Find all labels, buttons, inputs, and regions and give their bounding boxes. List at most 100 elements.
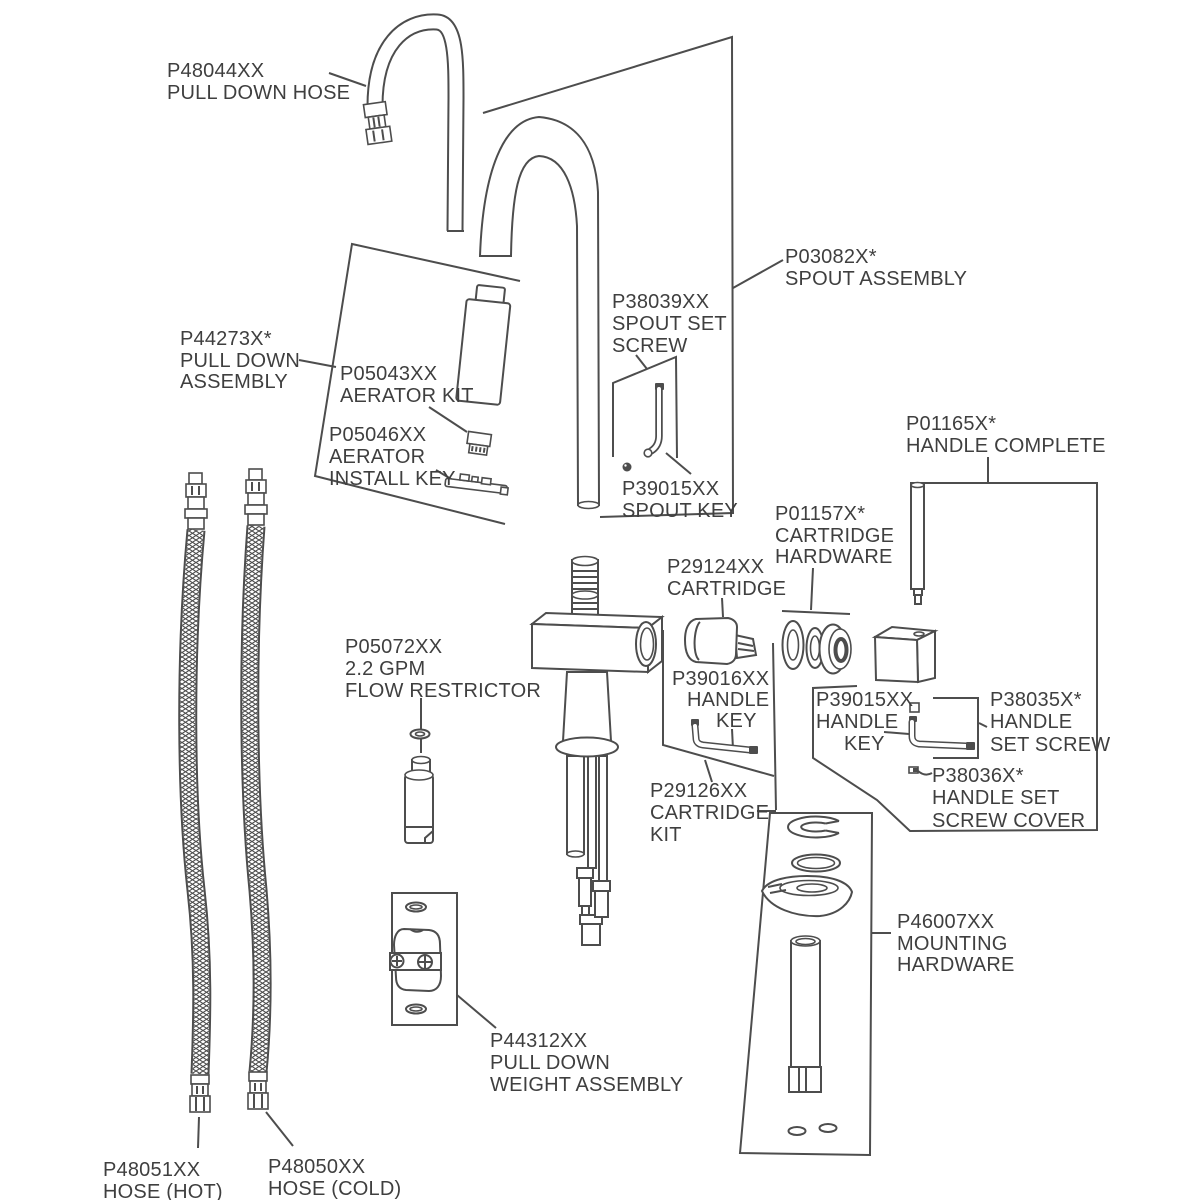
group-panels (313, 35, 1098, 1157)
leader-aerator-kit (428, 406, 468, 433)
hose-connector (362, 100, 393, 146)
part-faucet-body (529, 555, 665, 946)
label-line: HOSE (COLD) (268, 1178, 401, 1200)
leader-handle-set-screw-cover (917, 770, 933, 776)
label-pull-down-assembly: P44273X* PULL DOWN ASSEMBLY (180, 328, 300, 393)
label-line: HARDWARE (775, 546, 893, 568)
label-handle-set-screw-cover: P38036X* HANDLE SET SCREW COVER (932, 765, 1085, 832)
label-line: P05043XX (340, 363, 437, 385)
handle-complete-panel (812, 482, 1098, 833)
leader-handle-set-screw (978, 722, 988, 728)
label-line: P05046XX (329, 424, 426, 446)
leader-cartridge-hardware (781, 567, 851, 615)
label-line: HANDLE (816, 711, 898, 733)
label-line: SET SCREW (990, 734, 1110, 756)
label-line: P44273X* (180, 328, 272, 350)
leader-pull-down-assembly (298, 359, 337, 368)
cartridge-kit-bracket (662, 630, 777, 811)
label-line: HANDLE (687, 689, 769, 711)
label-handle-key-upper: P39016XX HANDLE KEY (672, 668, 769, 732)
label-cartridge-hardware: P01157X* CARTRIDGE HARDWARE (775, 503, 894, 568)
label-line: P38039XX (612, 291, 709, 313)
label-line: P38036X* (932, 765, 1024, 787)
label-handle-complete: P01165X* HANDLE COMPLETE (906, 413, 1106, 457)
label-line: AERATOR KIT (340, 385, 474, 407)
label-spout-key: P39015XX SPOUT KEY (622, 478, 738, 522)
label-line: AERATOR (329, 446, 425, 468)
leader-cartridge-kit (704, 759, 776, 812)
label-line: P48051XX (103, 1159, 200, 1181)
label-handle-set-screw: P38035X* HANDLE SET SCREW (990, 689, 1110, 756)
label-line: P39015XX (816, 689, 913, 711)
leader-hose-cold (265, 1111, 294, 1147)
leader-hose-hot (197, 1116, 200, 1149)
part-handle-lever (910, 481, 925, 605)
label-line: SPOUT SET (612, 313, 727, 335)
label-line: WEIGHT ASSEMBLY (490, 1074, 683, 1096)
part-cartridge-hardware (781, 620, 852, 675)
leader-pull-down-hose (328, 72, 367, 87)
label-line: PULL DOWN HOSE (167, 82, 350, 104)
part-aerator-kit (466, 430, 493, 457)
label-line: CARTRIDGE (775, 525, 894, 547)
label-line: SPOUT ASSEMBLY (785, 268, 967, 290)
label-line: FLOW RESTRICTOR (345, 680, 541, 702)
part-mounting-hardware (760, 815, 854, 1136)
leader-cartridge (721, 597, 724, 618)
pull-down-assembly-panel (313, 242, 521, 525)
leader-spout-key (665, 452, 692, 475)
label-line: P01165X* (906, 413, 996, 435)
part-spray-head (455, 284, 512, 406)
part-handle-key-lower (908, 702, 975, 750)
label-line: HARDWARE (897, 954, 1015, 976)
label-pull-down-hose: P48044XX PULL DOWN HOSE (167, 60, 350, 104)
label-line: CARTRIDGE (667, 578, 786, 600)
label-line: P29124XX (667, 556, 764, 578)
label-line: P46007XX (897, 911, 994, 933)
label-spout-set-screw: P38039XX SPOUT SET SCREW (612, 291, 727, 357)
label-line: CARTRIDGE (650, 802, 769, 824)
label-handle-key-lower: P39015XX HANDLE KEY (816, 689, 913, 755)
label-aerator-install-key: P05046XX AERATOR INSTALL KEY (329, 424, 456, 490)
label-spout-assembly: P03082X* SPOUT ASSEMBLY (785, 246, 967, 290)
group-leader-lines (197, 72, 989, 1149)
label-line: KEY (844, 733, 885, 755)
label-aerator-kit: P05043XX AERATOR KIT (340, 363, 474, 407)
mounting-hardware-panel (738, 812, 874, 1157)
label-line: SCREW COVER (932, 810, 1085, 832)
part-weight-assembly (389, 901, 443, 1015)
label-line: P48050XX (268, 1156, 365, 1178)
label-line: INSTALL KEY (329, 468, 456, 490)
label-line: ASSEMBLY (180, 371, 288, 393)
part-hose-hot (178, 472, 212, 1113)
leader-spout-assembly (732, 259, 784, 289)
label-line: P01157X* (775, 503, 865, 525)
part-handle-key-upper (691, 719, 758, 754)
label-line: PULL DOWN (490, 1052, 610, 1074)
part-spout-key (643, 383, 664, 458)
group-labels: P48044XX PULL DOWN HOSE P03082X* SPOUT A… (103, 60, 1110, 1200)
label-line: P05072XX (345, 636, 442, 658)
label-line: HOSE (HOT) (103, 1181, 223, 1200)
label-weight-assembly: P44312XX PULL DOWN WEIGHT ASSEMBLY (490, 1030, 683, 1096)
label-line: PULL DOWN (180, 350, 300, 372)
label-line: HANDLE COMPLETE (906, 435, 1106, 457)
label-hose-cold: P48050XX HOSE (COLD) (268, 1156, 401, 1200)
leader-handle-key-lower (883, 731, 910, 735)
part-flow-restrictor (404, 728, 434, 844)
spout-set-screw-panel (612, 355, 678, 459)
part-aerator-install-key (444, 473, 510, 496)
label-line: KIT (650, 824, 682, 846)
part-spout-set-screw (622, 462, 632, 472)
spout-assembly-panel (482, 35, 735, 518)
part-pull-down-hose (362, 13, 465, 232)
label-cartridge-kit: P29126XX CARTRIDGE KIT (650, 780, 769, 846)
label-line: MOUNTING (897, 933, 1007, 955)
part-spout (478, 115, 601, 510)
label-line: P03082X* (785, 246, 877, 268)
part-cartridge (683, 616, 758, 666)
part-handle-body (871, 625, 939, 684)
label-flow-restrictor: P05072XX 2.2 GPM FLOW RESTRICTOR (345, 636, 541, 702)
label-line: P39015XX (622, 478, 719, 500)
